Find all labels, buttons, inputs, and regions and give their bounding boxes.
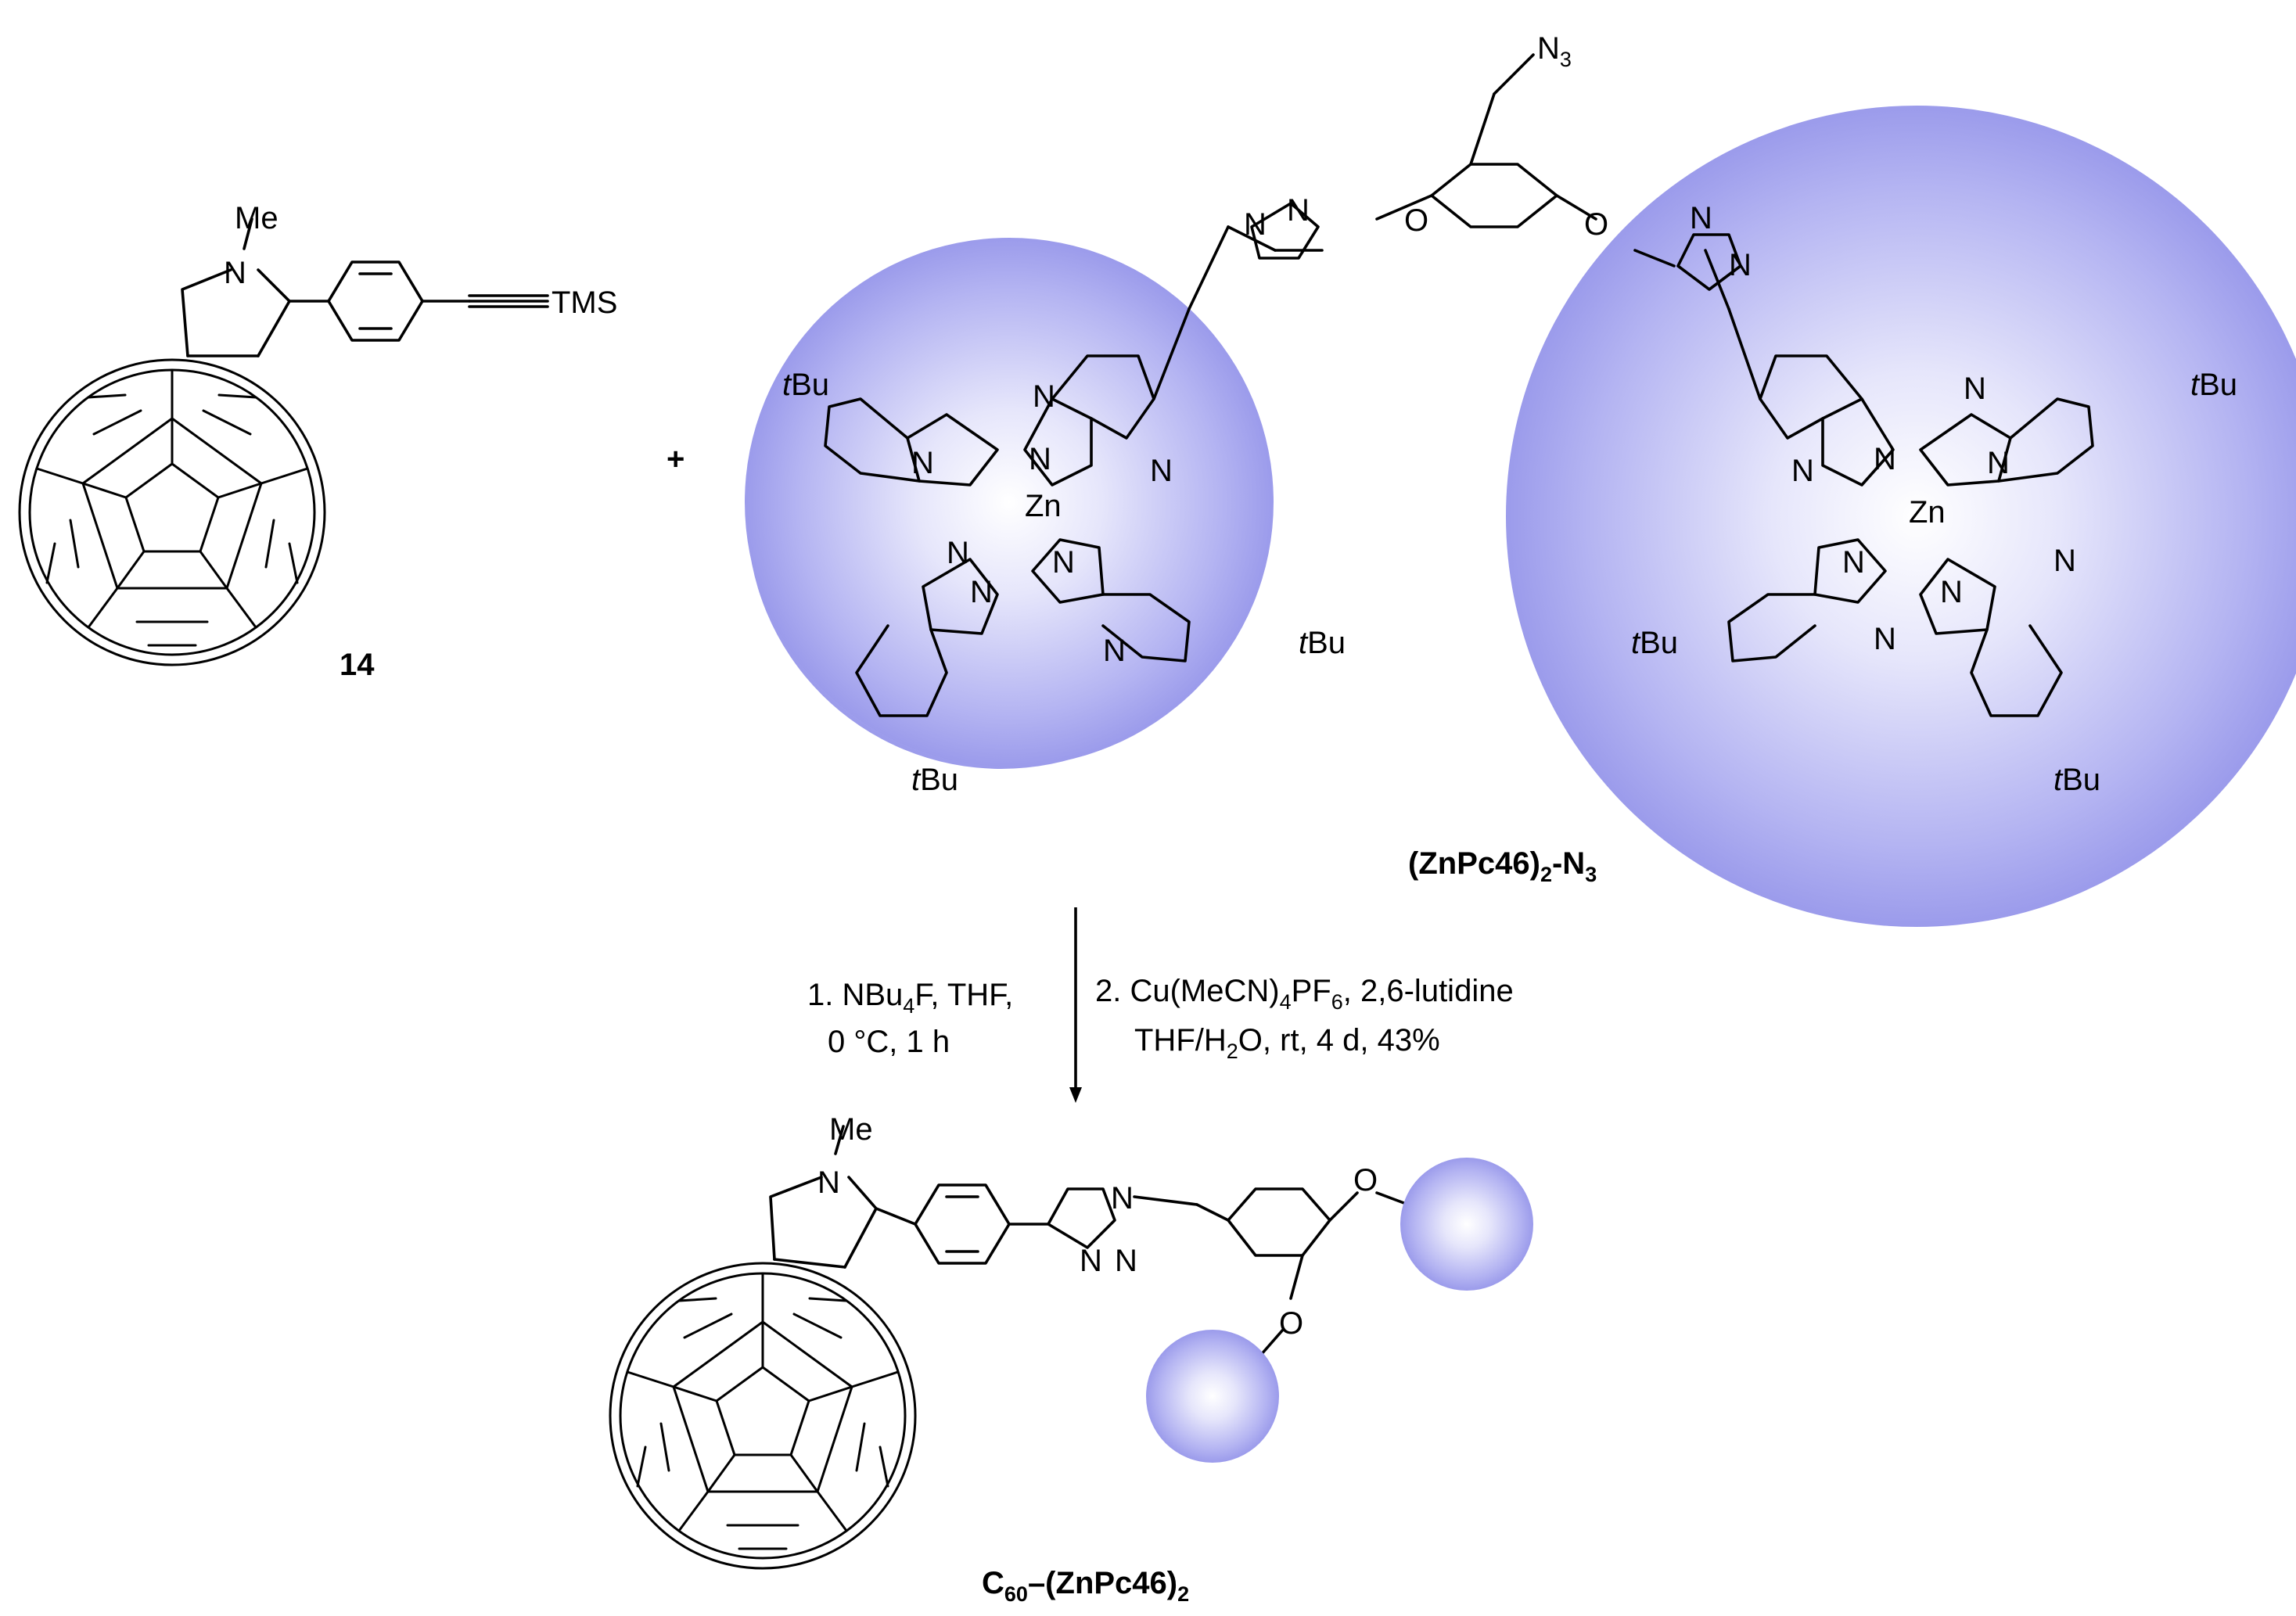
r-aza-n-1: N xyxy=(1874,442,1896,476)
pyrrole-n-1: N xyxy=(911,446,934,480)
fullerene-c60-reactant xyxy=(18,358,326,666)
ether-o-left: O xyxy=(1404,203,1428,238)
r-pyrrole-n-3: N xyxy=(1940,575,1963,609)
tbu-left-2: tBu xyxy=(1299,626,1346,660)
plus-sign: + xyxy=(667,442,684,476)
pyrrole-n-3: N xyxy=(970,575,993,609)
compound-14-label: 14 xyxy=(340,648,375,682)
meso-n-1: N xyxy=(1150,454,1173,488)
triazole-n-right-2: N xyxy=(1729,248,1752,282)
r-meso-n-1: N xyxy=(1791,454,1814,488)
triazole-left xyxy=(1250,202,1320,260)
dimer-label: (ZnPc46)2-N3 xyxy=(1408,846,1597,886)
fullerene-c60-product xyxy=(609,1262,917,1570)
pyrrolidine-aryl-alkyne xyxy=(181,217,549,357)
tms-label: TMS xyxy=(552,285,617,320)
ether-o-right: O xyxy=(1584,207,1608,242)
tbu-left-3: tBu xyxy=(911,763,958,797)
triazole-n-right-1: N xyxy=(1690,201,1712,235)
znpc-left-core xyxy=(824,53,1597,717)
meso-n-3: N xyxy=(1103,634,1126,668)
product-n-methyl: Me xyxy=(829,1112,873,1147)
zn-left-label: Zn xyxy=(1025,489,1062,523)
condition-step2-line1: 2. Cu(MeCN)4PF6, 2,6-lutidine xyxy=(1095,974,1514,1014)
r-meso-n-2: N xyxy=(2053,544,2076,578)
pc-sphere-right xyxy=(1506,106,2296,927)
tbu-left-1: tBu xyxy=(782,368,829,402)
pc-sphere-left-main xyxy=(745,238,1274,767)
azide-label: N3 xyxy=(1537,31,1572,71)
meso-n-2: N xyxy=(947,536,969,570)
product-label: C60–(ZnPc46)2 xyxy=(982,1566,1189,1606)
product-pc-sphere-1 xyxy=(1400,1158,1533,1291)
product-ether-o-2: O xyxy=(1279,1306,1303,1341)
triazole-right xyxy=(1676,233,1742,291)
tbu-right-1: tBu xyxy=(2190,368,2237,402)
pyrrole-n-2: N xyxy=(1052,545,1075,580)
reaction-arrow xyxy=(1069,907,1082,1103)
r-meso-n-4: N xyxy=(1964,372,1986,406)
zn-right-label: Zn xyxy=(1909,495,1946,530)
r-meso-n-3: N xyxy=(1874,622,1896,656)
condition-step1-line1: 1. NBu4F, THF, xyxy=(807,978,1013,1018)
product-triazole-n-1: N xyxy=(1111,1181,1134,1216)
product-triazole-n-2: N xyxy=(1080,1244,1102,1278)
n-methyl-label: Me xyxy=(235,201,278,235)
aza-n-1: N xyxy=(1029,442,1051,476)
product-triazole-n-3: N xyxy=(1115,1244,1137,1278)
triazole-n-left-1: N xyxy=(1244,207,1267,242)
condition-step2-line2: THF/H2O, rt, 4 d, 43% xyxy=(1134,1023,1440,1063)
r-pyrrole-n-1: N xyxy=(1987,446,2010,480)
r-pyrrole-n-2: N xyxy=(1842,545,1865,580)
triazole-n-left-2: N xyxy=(1287,193,1310,228)
meso-n-4: N xyxy=(1033,379,1055,414)
tbu-right-3: tBu xyxy=(2053,763,2100,797)
condition-step1-line2: 0 °C, 1 h xyxy=(828,1025,950,1059)
product-ether-o-1: O xyxy=(1353,1163,1378,1198)
znpc-right-core xyxy=(1633,249,2094,717)
product-pc-sphere-2 xyxy=(1146,1330,1279,1463)
tbu-right-2: tBu xyxy=(1631,626,1678,660)
pyrrolidine-n: N xyxy=(224,256,246,290)
product-pyrrolidine-n: N xyxy=(817,1165,840,1200)
